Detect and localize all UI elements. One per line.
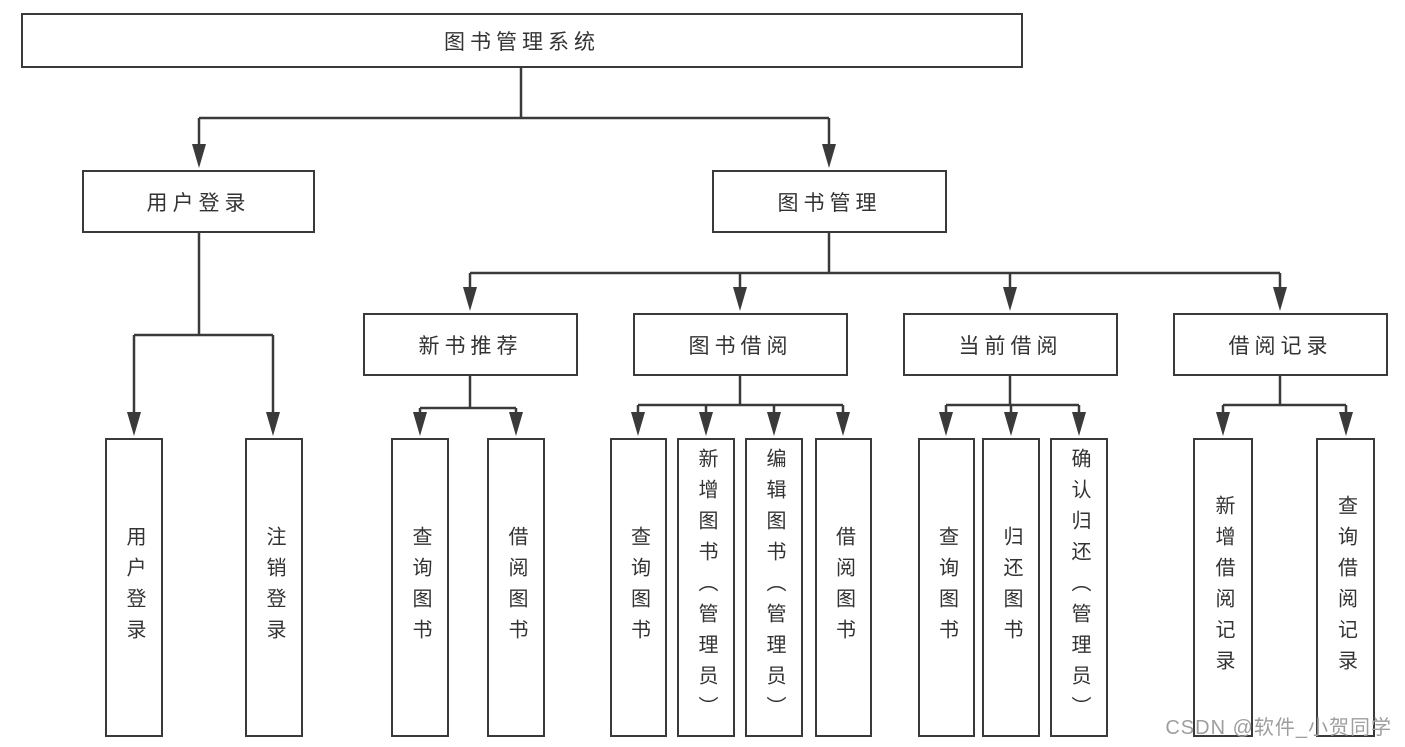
- leaf-logout: 注销登录: [245, 438, 303, 737]
- leaf-query-books-recommend: 查询图书: [391, 438, 449, 737]
- leaf-confirm-return-admin: 确认归还（管理员）: [1050, 438, 1108, 737]
- leaf-borrow-books-recommend: 借阅图书: [487, 438, 545, 737]
- node-label: 借阅记录: [1228, 334, 1333, 358]
- node-label: 归还图书: [1000, 525, 1022, 650]
- node-label: 查询图书: [935, 525, 958, 650]
- leaf-return-books: 归还图书: [982, 438, 1040, 737]
- node-label: 图书管理: [777, 191, 882, 215]
- node-label: 用户登录: [146, 191, 251, 215]
- node-book-borrowing: 图书借阅: [633, 313, 848, 376]
- node-label: 借阅图书: [832, 525, 855, 650]
- node-label: 用户登录: [123, 525, 145, 650]
- leaf-query-books-borrow: 查询图书: [610, 438, 667, 737]
- leaf-query-books-current: 查询图书: [918, 438, 975, 737]
- node-label: 新增图书（管理员）: [695, 448, 717, 727]
- node-label: 当前借阅: [958, 334, 1063, 358]
- node-label: 查询借阅记录: [1334, 494, 1357, 681]
- node-library-management-system: 图书管理系统: [21, 13, 1023, 68]
- node-label: 图书借阅: [688, 334, 793, 358]
- leaf-add-borrow-record: 新增借阅记录: [1193, 438, 1253, 737]
- node-label: 查询图书: [627, 525, 650, 650]
- node-user-login: 用户登录: [82, 170, 315, 233]
- node-label: 借阅图书: [505, 525, 527, 650]
- node-label: 确认归还（管理员）: [1068, 448, 1090, 727]
- node-borrowing-records: 借阅记录: [1173, 313, 1388, 376]
- csdn-watermark: CSDN @软件_小贺同学: [1165, 717, 1392, 739]
- leaf-borrow-books: 借阅图书: [815, 438, 872, 737]
- node-label: 查询图书: [409, 525, 431, 650]
- node-label: 新增借阅记录: [1212, 494, 1234, 681]
- node-label: 注销登录: [263, 525, 285, 650]
- leaf-query-borrow-record: 查询借阅记录: [1316, 438, 1375, 737]
- leaf-add-book-admin: 新增图书（管理员）: [677, 438, 735, 737]
- node-label: 编辑图书（管理员）: [763, 448, 785, 727]
- node-current-borrowing: 当前借阅: [903, 313, 1118, 376]
- node-label: 新书推荐: [418, 334, 523, 358]
- leaf-edit-book-admin: 编辑图书（管理员）: [745, 438, 803, 737]
- node-new-book-recommendation: 新书推荐: [363, 313, 578, 376]
- node-book-management: 图书管理: [712, 170, 947, 233]
- leaf-user-login: 用户登录: [105, 438, 163, 737]
- node-label: 图书管理系统: [444, 30, 600, 54]
